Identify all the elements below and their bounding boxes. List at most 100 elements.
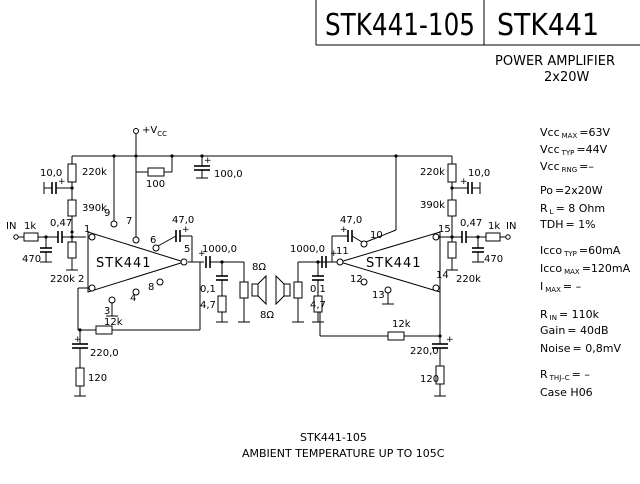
spec-name: Icco [540, 262, 562, 275]
resistor-220k-right-bias [447, 241, 457, 259]
vcc-terminal [133, 128, 139, 134]
spec-value: =– [579, 160, 594, 173]
spec-name: R [540, 308, 548, 321]
spec-value: =60mA [579, 244, 621, 257]
svg-text:STK441: STK441 [366, 256, 422, 271]
spec-row: TDH= 1% [539, 218, 596, 231]
footer-part-number: STK441-105 [300, 431, 367, 444]
svg-text:9: 9 [104, 208, 110, 219]
svg-text:120: 120 [420, 374, 439, 385]
svg-text:6: 6 [150, 235, 156, 246]
resistor-390k-right [447, 199, 457, 217]
svg-text:220k: 220k [50, 274, 75, 285]
svg-text:12: 12 [350, 274, 363, 285]
spec-name: I [540, 280, 543, 293]
spec-value: = 110k [559, 308, 600, 321]
resistor-220k-right-top [447, 163, 457, 183]
part-number: STK441-105 [325, 8, 475, 43]
spec-name: R [540, 368, 548, 381]
spec-name: Vcc [540, 126, 560, 139]
spec-value: = 40dB [567, 324, 608, 337]
spec-value: =120mA [582, 262, 631, 275]
svg-text:12k: 12k [104, 317, 123, 328]
title-block: STK441-105 STK441 POWER AMPLIFIER 2x20W [315, 0, 640, 85]
spec-row: Po=2x20W [540, 184, 603, 197]
svg-text:8Ω: 8Ω [260, 310, 274, 321]
svg-text:220k: 220k [456, 274, 481, 285]
svg-text:4: 4 [130, 293, 136, 304]
spec-value: = 0,8mV [573, 342, 622, 355]
svg-text:0,47: 0,47 [50, 218, 72, 229]
svg-text:47,0: 47,0 [172, 215, 194, 226]
spec-value: = – [563, 280, 581, 293]
svg-text:15: 15 [438, 224, 451, 235]
svg-text:220k: 220k [420, 167, 445, 178]
svg-text:13: 13 [372, 290, 385, 301]
svg-text:+: + [58, 177, 66, 187]
svg-text:390k: 390k [82, 203, 107, 214]
svg-text:220,0: 220,0 [90, 348, 119, 359]
svg-text:10,0: 10,0 [468, 168, 490, 179]
svg-text:+: + [446, 335, 454, 345]
svg-text:220,0: 220,0 [410, 346, 439, 357]
spec-name: Noise [540, 342, 571, 355]
svg-text:120: 120 [88, 373, 107, 384]
svg-text:+: + [182, 225, 190, 235]
resistor-220k-left-top [67, 163, 77, 183]
svg-text:0,1: 0,1 [200, 284, 216, 295]
svg-text:470: 470 [484, 254, 503, 265]
svg-text:470: 470 [22, 254, 41, 265]
svg-text:3: 3 [104, 306, 110, 317]
load-resistor-left [239, 281, 249, 299]
load-resistor-right [293, 281, 303, 299]
svg-text:+: + [460, 177, 468, 187]
right-channel: 8Ω 0,1 4,7 1000,0 + STK441 11 10 12 13 [260, 156, 516, 397]
svg-text:1: 1 [84, 224, 90, 235]
spec-name: Icco [540, 244, 562, 257]
svg-text:1000,0: 1000,0 [202, 244, 237, 255]
svg-text:8Ω: 8Ω [252, 262, 266, 273]
supply-rail: +VCC 100 + 100,0 [72, 125, 452, 190]
spec-name: Po [540, 184, 553, 197]
left-channel: 220k 10,0 + 390k IN 1k 470 0,47 [6, 156, 267, 397]
spec-sub: TYP [561, 149, 575, 157]
spec-sub: IN [550, 314, 557, 322]
speaker-left-icon [251, 283, 259, 297]
svg-text:4,7: 4,7 [200, 300, 216, 311]
svg-text:100: 100 [146, 179, 165, 190]
svg-text:5: 5 [184, 244, 190, 255]
function-title: POWER AMPLIFIER [495, 54, 615, 69]
svg-text:8: 8 [148, 282, 154, 293]
svg-text:4,7: 4,7 [310, 300, 326, 311]
spec-value: = 8 Ohm [556, 202, 606, 215]
resistor-390k-left [67, 199, 77, 217]
svg-text:2: 2 [78, 274, 84, 285]
power-rating: 2x20W [544, 70, 590, 85]
svg-text:390k: 390k [420, 200, 445, 211]
svg-text:10: 10 [370, 230, 383, 241]
spec-row: Case H06 [540, 386, 593, 399]
spec-name: R [540, 202, 548, 215]
resistor-1k-right [485, 232, 501, 242]
spec-value: = – [572, 368, 590, 381]
amplifier-left [87, 231, 186, 293]
spec-sub: MAX [545, 286, 561, 294]
spec-row: Noise= 0,8mV [540, 342, 621, 355]
footer-note: AMBIENT TEMPERATURE UP TO 105C [242, 447, 445, 460]
spec-sub: RNG [562, 166, 578, 174]
spec-value: = 1% [565, 218, 595, 231]
spec-name: Gain [540, 324, 565, 337]
svg-text:1k: 1k [488, 221, 500, 232]
spec-row: Gain= 40dB [540, 324, 609, 337]
svg-text:1k: 1k [24, 221, 36, 232]
svg-text:14: 14 [436, 270, 449, 281]
amplifier-right [338, 231, 441, 293]
